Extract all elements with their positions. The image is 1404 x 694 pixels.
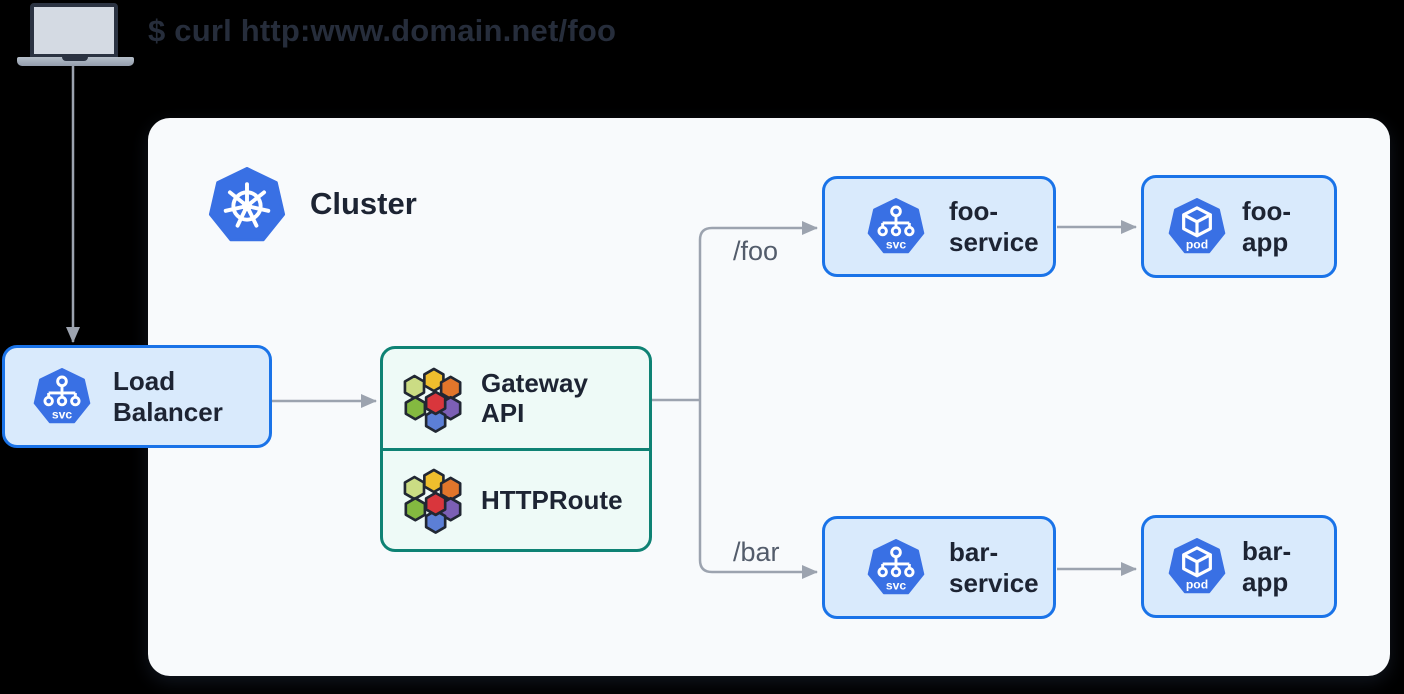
gateway-api-label: Gateway API: [481, 367, 588, 429]
curl-command: $ curl http:www.domain.net/foo: [148, 13, 617, 48]
bar-service-label: bar- service: [949, 537, 1039, 598]
pod-icon: pod: [1168, 537, 1226, 593]
svc-icon: svc: [867, 197, 925, 253]
foo-service-label: foo- service: [949, 196, 1039, 257]
laptop-base: [17, 57, 134, 66]
svc-icon: svc: [867, 538, 925, 594]
svg-text:pod: pod: [1186, 237, 1208, 251]
svg-text:svc: svc: [886, 578, 907, 592]
gateway-api-node: Gateway API: [383, 349, 649, 448]
gateway-stack: Gateway API HTTPRoute: [380, 346, 652, 552]
gateway-api-logo-icon: [403, 468, 462, 535]
gateway-api-logo-icon: [403, 367, 462, 433]
pod-icon: pod: [1168, 197, 1226, 253]
foo-app-node: pod foo- app: [1141, 175, 1337, 278]
svg-text:svc: svc: [886, 237, 907, 251]
svc-icon: svc: [33, 367, 91, 423]
route-label-bar: /bar: [733, 537, 780, 567]
cluster-label: Cluster: [310, 186, 417, 221]
httproute-node: HTTPRoute: [383, 447, 649, 550]
httproute-label: HTTPRoute: [481, 484, 623, 515]
route-label-foo: /foo: [733, 236, 779, 266]
laptop-notch: [62, 57, 88, 61]
bar-app-label: bar- app: [1242, 536, 1292, 597]
laptop-icon: [0, 0, 150, 70]
bar-service-node: svc bar- service: [822, 516, 1056, 619]
foo-app-label: foo- app: [1242, 196, 1292, 257]
bar-app-node: pod bar- app: [1141, 515, 1337, 618]
svg-text:pod: pod: [1186, 577, 1208, 591]
svg-text:svc: svc: [52, 407, 73, 421]
foo-service-node: svc foo- service: [822, 176, 1056, 277]
kubernetes-logo-icon: [208, 167, 286, 242]
load-balancer-label: Load Balancer: [113, 366, 223, 427]
laptop-screen: [30, 3, 118, 58]
load-balancer-node: svc Load Balancer: [2, 345, 272, 448]
